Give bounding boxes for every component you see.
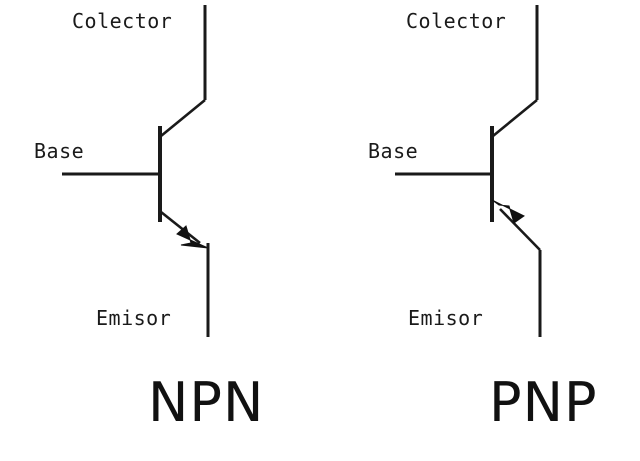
npn-emitter-arrowhead (176, 225, 209, 249)
npn-base-label: Base (34, 139, 84, 163)
npn-type-label: NPN (148, 371, 264, 434)
pnp-collector-label: Colector (406, 9, 506, 33)
pnp-emitter-arrowhead (491, 199, 525, 224)
pnp-symbol: Colector Base Emisor PNP (368, 5, 598, 434)
pnp-type-label: PNP (489, 371, 598, 434)
npn-symbol: Colector Base Emisor NPN (34, 5, 264, 434)
pnp-base-label: Base (368, 139, 418, 163)
npn-emitter-label: Emisor (96, 306, 171, 330)
pnp-emitter-junction-line (499, 208, 541, 251)
npn-collector-junction-line (160, 98, 206, 138)
pnp-emitter-label: Emisor (408, 306, 483, 330)
npn-emitter-junction-line (160, 210, 201, 245)
pnp-collector-junction-line (492, 98, 538, 138)
npn-collector-label: Colector (72, 9, 172, 33)
